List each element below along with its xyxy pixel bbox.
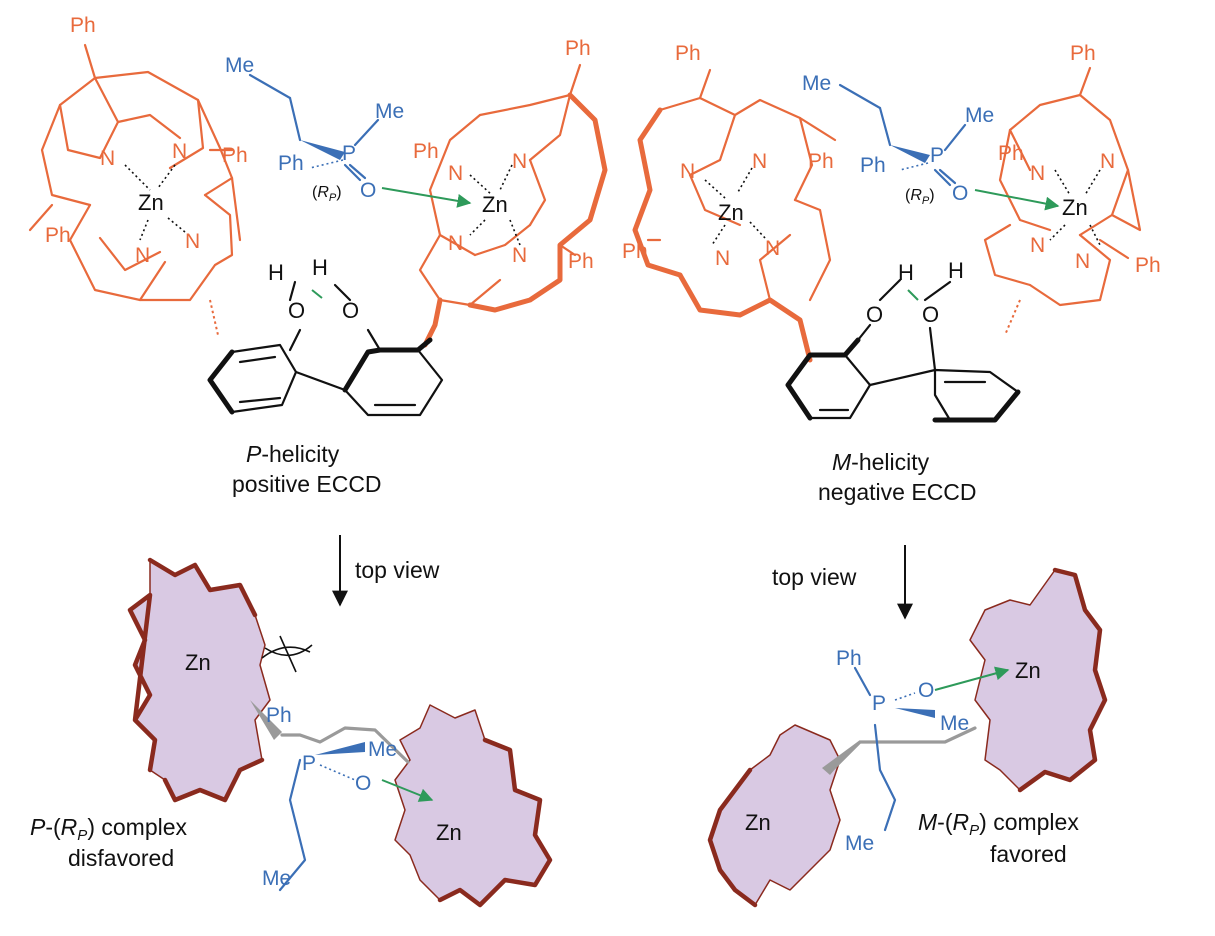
left-ph3: Ph bbox=[45, 224, 71, 247]
left-ph5: Ph bbox=[413, 140, 439, 163]
right-porphyrin-b bbox=[983, 66, 1142, 336]
left-biphenol bbox=[207, 280, 444, 417]
right-n1: N bbox=[680, 160, 695, 183]
right-tv-me: Me bbox=[940, 712, 969, 735]
right-eccd: negative ECCD bbox=[818, 479, 977, 505]
left-coord-arrow bbox=[381, 187, 472, 208]
left-blob-2 bbox=[394, 704, 551, 906]
right-tv-me2: Me bbox=[845, 832, 874, 855]
right-n2: N bbox=[752, 150, 767, 173]
left-top-view: top view bbox=[355, 557, 440, 583]
left-tv-me: Me bbox=[368, 738, 397, 761]
right-o: O bbox=[952, 182, 968, 205]
left-n7: N bbox=[448, 232, 463, 255]
right-p: P bbox=[930, 144, 944, 167]
left-ph-lig: Ph bbox=[278, 152, 304, 175]
left-eccd: positive ECCD bbox=[232, 471, 382, 497]
right-o2: O bbox=[922, 302, 939, 327]
right-biphenol bbox=[785, 278, 1021, 423]
right-tv-p: P bbox=[872, 692, 886, 715]
right-n4: N bbox=[715, 247, 730, 270]
left-n8: N bbox=[512, 244, 527, 267]
right-ph4: Ph bbox=[1070, 42, 1096, 65]
left-n3: N bbox=[185, 230, 200, 253]
right-h1: H bbox=[898, 260, 914, 285]
right-n8: N bbox=[1075, 250, 1090, 273]
right-zn1: Zn bbox=[718, 200, 744, 225]
right-structure: N N N N Zn Ph Ph Ph N N N N Zn Ph Ph Ph bbox=[622, 42, 1161, 423]
right-me2: Me bbox=[965, 104, 994, 127]
left-topview: Zn Zn Ph P Me O Me bbox=[127, 557, 553, 908]
left-me1: Me bbox=[225, 54, 254, 77]
left-h2: H bbox=[312, 255, 328, 280]
left-structure: N N N N Zn Ph Ph Ph N N N N Zn Ph Ph Ph bbox=[28, 14, 608, 417]
right-blob-zn1: Zn bbox=[1015, 658, 1041, 683]
left-porphyrin-a bbox=[28, 43, 242, 336]
right-n7: N bbox=[1030, 234, 1045, 257]
right-complex: M-(RP) complex bbox=[918, 809, 1079, 839]
left-ph6: Ph bbox=[568, 250, 594, 273]
left-n4: N bbox=[135, 244, 150, 267]
right-ph-lig: Ph bbox=[860, 154, 886, 177]
left-verdict: disfavored bbox=[68, 845, 174, 871]
left-h1: H bbox=[268, 260, 284, 285]
left-blob-zn2: Zn bbox=[436, 820, 462, 845]
left-o: O bbox=[360, 179, 376, 202]
left-tv-ph: Ph bbox=[266, 704, 292, 727]
left-tv-p: P bbox=[302, 752, 316, 775]
left-zn2: Zn bbox=[482, 192, 508, 217]
left-me2: Me bbox=[375, 100, 404, 123]
left-ligand bbox=[248, 73, 380, 182]
left-tv-o: O bbox=[355, 772, 371, 795]
left-complex: P-(RP) complex bbox=[30, 814, 188, 844]
right-n3: N bbox=[765, 237, 780, 260]
right-ph3: Ph bbox=[622, 240, 648, 263]
left-o2: O bbox=[342, 298, 359, 323]
left-zn1: Zn bbox=[138, 190, 164, 215]
left-ph2: Ph bbox=[222, 144, 248, 167]
left-n5: N bbox=[448, 162, 463, 185]
right-n5: N bbox=[1030, 162, 1045, 185]
left-helicity: P-helicity bbox=[246, 441, 340, 467]
right-ligand bbox=[838, 83, 967, 187]
left-ph4: Ph bbox=[565, 37, 591, 60]
left-p: P bbox=[342, 142, 356, 165]
right-me1: Me bbox=[802, 72, 831, 95]
right-o1: O bbox=[866, 302, 883, 327]
right-blob-zn2: Zn bbox=[745, 810, 771, 835]
right-helicity: M-helicity bbox=[832, 449, 930, 475]
right-ph2: Ph bbox=[808, 150, 834, 173]
left-o1: O bbox=[288, 298, 305, 323]
right-tv-o: O bbox=[918, 679, 934, 702]
right-tv-ph: Ph bbox=[836, 647, 862, 670]
right-coord-arrow bbox=[974, 189, 1060, 211]
right-ph5: Ph bbox=[998, 142, 1024, 165]
right-zn2: Zn bbox=[1062, 195, 1088, 220]
left-porphyrin-b bbox=[418, 63, 608, 348]
right-n6: N bbox=[1100, 150, 1115, 173]
right-porphyrin-a bbox=[632, 68, 837, 363]
right-verdict: favored bbox=[990, 841, 1067, 867]
left-rp: (RP) bbox=[312, 184, 342, 204]
right-rp: (RP) bbox=[905, 187, 935, 207]
right-blob-2 bbox=[709, 724, 841, 906]
right-ph1: Ph bbox=[675, 42, 701, 65]
right-ph6: Ph bbox=[1135, 254, 1161, 277]
right-top-view: top view bbox=[772, 564, 857, 590]
left-ph1: Ph bbox=[70, 14, 96, 37]
left-tv-me2: Me bbox=[262, 867, 291, 890]
right-topview: Zn Zn Ph P Me O Me bbox=[707, 567, 1108, 908]
left-n6: N bbox=[512, 150, 527, 173]
left-n2: N bbox=[172, 140, 187, 163]
right-h2: H bbox=[948, 258, 964, 283]
left-n1: N bbox=[100, 147, 115, 170]
left-blob-zn1: Zn bbox=[185, 650, 211, 675]
